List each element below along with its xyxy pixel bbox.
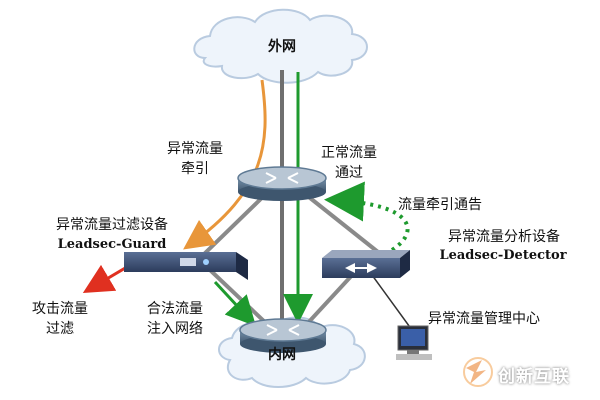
diversion-notice-arrow <box>324 181 410 252</box>
anomalous-diversion-arrow <box>183 79 267 250</box>
mgmt-link <box>371 274 413 331</box>
internet-cloud-icon <box>193 8 368 84</box>
attack-filter-label-1: 攻击流量 <box>32 301 88 317</box>
guard-device-model: Leadsec-Guard <box>57 237 167 252</box>
intranet-label: 内网 <box>268 347 296 363</box>
watermark-text: 创新互联 <box>498 367 570 387</box>
anomalous-diversion-label-2: 牵引 <box>181 161 209 177</box>
mgmt-center-label: 异常流量管理中心 <box>428 311 540 327</box>
guard-device-label: 异常流量过滤设备 <box>56 217 168 233</box>
logo-icon <box>463 357 493 387</box>
internet-label: 外网 <box>268 39 296 55</box>
bottom-router-icon <box>239 318 327 353</box>
detector-device-model: Leadsec-Detector <box>439 248 567 263</box>
detector-device-label: 异常流量分析设备 <box>448 229 560 245</box>
top-router-icon <box>237 166 327 201</box>
normal-pass-label-2: 通过 <box>335 165 363 181</box>
legit-injection-arrow <box>213 280 257 327</box>
attack-filter-label-2: 过滤 <box>46 321 74 337</box>
diversion-notice-label: 流量牵引通告 <box>398 197 482 213</box>
legit-injection-label-2: 注入网络 <box>147 321 203 337</box>
guard-appliance-icon <box>124 252 248 280</box>
computer-icon <box>396 325 432 360</box>
anomalous-diversion-label-1: 异常流量 <box>167 141 223 157</box>
detector-switch-icon <box>322 250 410 278</box>
legit-injection-label-1: 合法流量 <box>147 301 203 317</box>
normal-pass-label-1: 正常流量 <box>321 145 377 161</box>
